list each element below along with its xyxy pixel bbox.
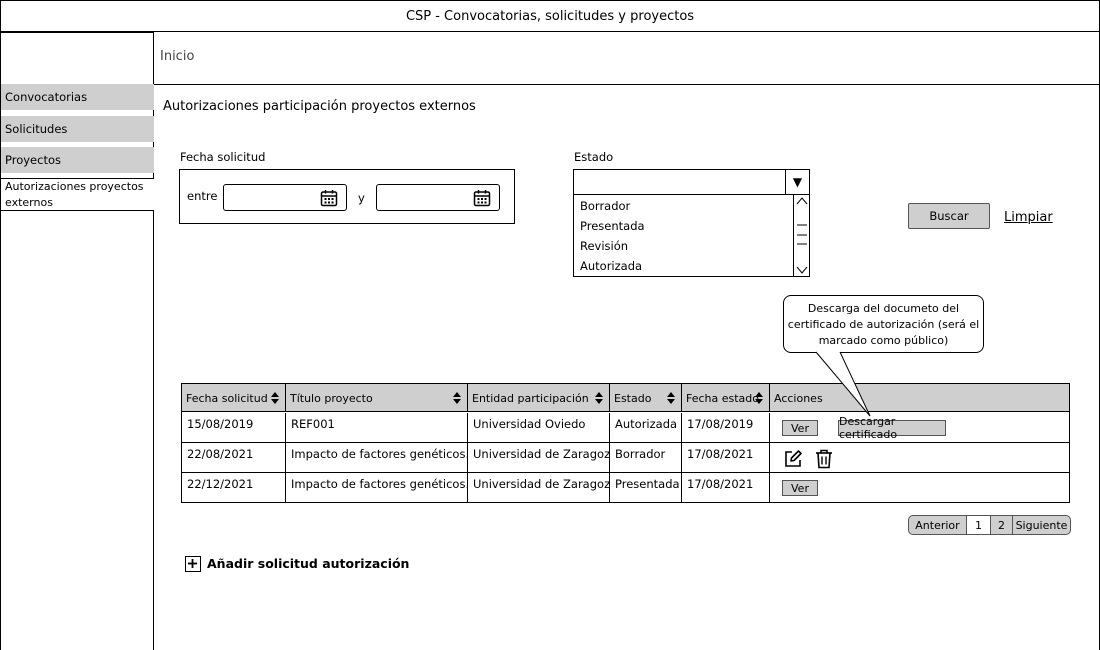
table-row: 15/08/2019 REF001 Universidad Oviedo Aut…	[182, 413, 1069, 443]
callout-note: Descarga del documeto del certificado de…	[783, 295, 984, 353]
breadcrumb-home[interactable]: Inicio	[160, 49, 195, 64]
sort-icon[interactable]	[755, 392, 763, 404]
column-header-fecha-estado[interactable]: Fecha estado	[682, 384, 770, 412]
sidebar-item-solicitudes[interactable]: Solicitudes	[1, 116, 154, 142]
cell-titulo: REF001	[286, 413, 468, 443]
table-header: Fecha solicitud Título proyecto Entidad …	[182, 384, 1069, 412]
estado-option-autorizada[interactable]: Autorizada	[580, 259, 643, 273]
table-row: 22/12/2021 Impacto de factores genéticos…	[182, 473, 1069, 503]
limpiar-link[interactable]: Limpiar	[1004, 210, 1053, 225]
cell-estado: Borrador	[610, 443, 682, 473]
cell-entidad: Universidad de Zaragoza	[468, 473, 610, 503]
cell-fecha-estado: 17/08/2021	[682, 473, 770, 503]
cell-fecha: 15/08/2019	[182, 413, 286, 443]
column-header-label: Estado	[614, 391, 652, 405]
column-header-estado[interactable]: Estado	[610, 384, 682, 412]
cell-fecha: 22/08/2021	[182, 443, 286, 473]
pagination-page-1[interactable]: 1	[967, 516, 991, 534]
fecha-label: Fecha solicitud	[180, 150, 266, 164]
cell-entidad: Universidad de Zaragoza	[468, 443, 610, 473]
sidebar: Convocatorias Solicitudes Proyectos Auto…	[0, 32, 154, 650]
pagination-prev[interactable]: Anterior	[909, 516, 967, 534]
buscar-button[interactable]: Buscar	[908, 203, 990, 229]
pagination: Anterior 1 2 Siguiente	[908, 515, 1071, 535]
cell-fecha-estado: 17/08/2021	[682, 443, 770, 473]
cell-estado: Autorizada	[610, 413, 682, 443]
calendar-icon[interactable]	[320, 189, 338, 207]
estado-label: Estado	[574, 150, 614, 164]
column-header-label: Entidad participación	[472, 391, 589, 405]
calendar-icon[interactable]	[473, 189, 491, 207]
cell-entidad: Universidad Oviedo	[468, 413, 610, 443]
results-table: Fecha solicitud Título proyecto Entidad …	[181, 383, 1070, 503]
descargar-certificado-button[interactable]: Descargar certificado	[838, 415, 946, 441]
column-header-label: Fecha solicitud	[186, 391, 268, 405]
cell-estado: Presentada	[610, 473, 682, 503]
estado-option-presentada[interactable]: Presentada	[580, 219, 645, 233]
ver-button[interactable]: Ver	[782, 420, 818, 436]
column-header-acciones: Acciones	[770, 384, 1069, 412]
add-icon[interactable]	[185, 556, 201, 572]
y-label: y	[358, 191, 365, 205]
estado-option-borrador[interactable]: Borrador	[580, 199, 631, 213]
ver-button[interactable]: Ver	[782, 480, 818, 496]
column-header-label: Acciones	[774, 391, 823, 405]
pagination-page-2[interactable]: 2	[991, 516, 1013, 534]
trash-icon[interactable]	[815, 449, 833, 469]
column-header-label: Título proyecto	[290, 391, 373, 405]
cell-titulo: Impacto de factores genéticos..	[286, 443, 468, 473]
sort-icon[interactable]	[595, 392, 603, 404]
table-row: 22/08/2021 Impacto de factores genéticos…	[182, 443, 1069, 473]
edit-icon[interactable]	[783, 449, 803, 469]
sidebar-item-autorizaciones[interactable]: Autorizaciones proyectos externos	[1, 178, 154, 211]
date-range-group	[179, 169, 515, 224]
estado-options-list: Borrador Presentada Revisión Autorizada	[573, 194, 810, 277]
scrollbar[interactable]	[793, 195, 809, 276]
date-to-input[interactable]	[376, 184, 500, 211]
column-header-entidad[interactable]: Entidad participación	[468, 384, 610, 412]
window-title-bar: CSP - Convocatorias, solicitudes y proye…	[0, 0, 1100, 32]
sidebar-item-label: Autorizaciones proyectos externos	[5, 180, 144, 209]
sort-icon[interactable]	[667, 392, 675, 404]
cell-fecha-estado: 17/08/2019	[682, 413, 770, 443]
sidebar-item-proyectos[interactable]: Proyectos	[1, 147, 154, 173]
sidebar-item-convocatorias[interactable]: Convocatorias	[1, 84, 154, 110]
cell-titulo: Impacto de factores genéticos..	[286, 473, 468, 503]
breadcrumb: Inicio	[154, 32, 1100, 85]
sidebar-item-label: Solicitudes	[5, 122, 68, 136]
dropdown-arrow-icon[interactable]: ▼	[785, 170, 809, 194]
sidebar-item-label: Convocatorias	[5, 90, 88, 104]
callout-pointer-icon	[815, 351, 871, 417]
column-header-titulo[interactable]: Título proyecto	[286, 384, 468, 412]
scrollbar-arrows-icon	[796, 197, 808, 274]
estado-option-revision[interactable]: Revisión	[580, 239, 629, 253]
page-title: Autorizaciones participación proyectos e…	[163, 99, 476, 114]
window-title: CSP - Convocatorias, solicitudes y proye…	[405, 8, 695, 24]
entre-label: entre	[187, 189, 218, 203]
date-from-input[interactable]	[223, 184, 347, 211]
sort-icon[interactable]	[453, 392, 461, 404]
add-solicitud-link[interactable]: Añadir solicitud autorización	[207, 556, 410, 571]
estado-select[interactable]: ▼	[573, 169, 810, 195]
sort-icon[interactable]	[271, 392, 279, 404]
cell-fecha: 22/12/2021	[182, 473, 286, 503]
sidebar-item-label: Proyectos	[5, 153, 61, 167]
pagination-next[interactable]: Siguiente	[1015, 518, 1068, 532]
column-header-fecha[interactable]: Fecha solicitud	[182, 384, 286, 412]
column-header-label: Fecha estado	[686, 391, 760, 405]
